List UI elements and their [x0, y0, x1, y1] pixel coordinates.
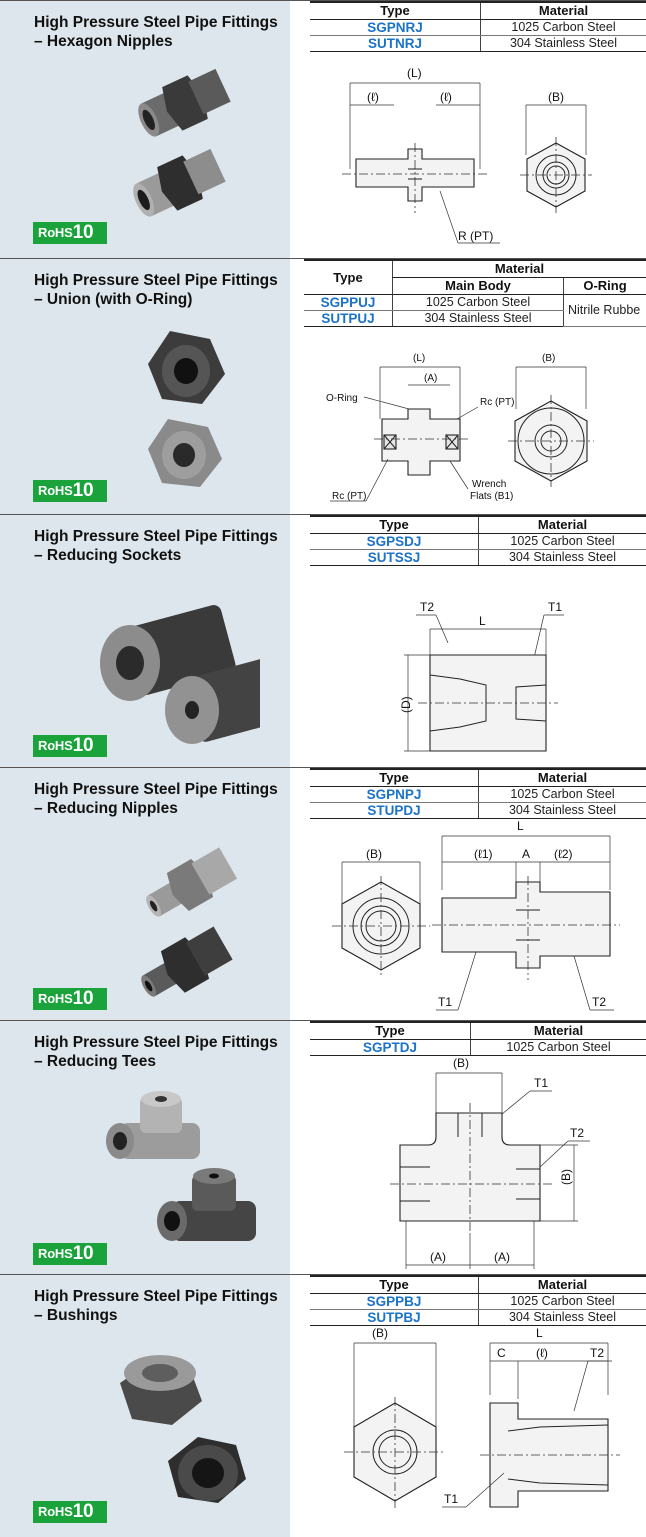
- svg-text:Wrench: Wrench: [472, 479, 506, 490]
- svg-text:T2: T2: [592, 995, 606, 1009]
- svg-text:R (PT): R (PT): [458, 229, 493, 243]
- svg-text:(ℓ2): (ℓ2): [554, 847, 573, 861]
- svg-text:T1: T1: [438, 995, 452, 1009]
- svg-text:(A): (A): [494, 1250, 510, 1264]
- svg-text:(B): (B): [548, 90, 564, 104]
- svg-text:L: L: [536, 1327, 543, 1340]
- product-photo: [141, 847, 238, 997]
- product-photo: [133, 68, 231, 217]
- rohs-badge: RoHS10: [33, 480, 107, 502]
- svg-text:Rc (PT): Rc (PT): [480, 397, 514, 408]
- svg-text:T1: T1: [548, 600, 562, 614]
- svg-text:(B): (B): [559, 1169, 573, 1185]
- svg-text:L: L: [517, 820, 524, 833]
- dimension-drawing: (B) T1 T2 (B): [390, 1057, 590, 1269]
- product-photo: [100, 605, 260, 744]
- section-bushings: High Pressure Steel Pipe Fittings – Bush…: [0, 1274, 646, 1537]
- svg-text:(B): (B): [366, 847, 382, 861]
- product-panel: High Pressure Steel Pipe Fittings – Redu…: [0, 515, 290, 767]
- rohs-badge: RoHS10: [33, 1243, 107, 1265]
- product-panel: High Pressure Steel Pipe Fittings – Redu…: [0, 1021, 290, 1274]
- section-reducing-tees: High Pressure Steel Pipe Fittings – Redu…: [0, 1020, 646, 1274]
- svg-text:C: C: [497, 1346, 506, 1360]
- dim-label-L: (L): [407, 66, 422, 80]
- svg-text:T2: T2: [590, 1346, 604, 1360]
- svg-text:(ℓ): (ℓ): [536, 1346, 548, 1360]
- svg-text:T2: T2: [420, 600, 434, 614]
- product-panel: High Pressure Steel Pipe Fittings – Unio…: [0, 259, 290, 514]
- section-reducing-sockets: High Pressure Steel Pipe Fittings – Redu…: [0, 514, 646, 767]
- rohs-badge: RoHS10: [33, 222, 107, 244]
- product-photo: [148, 331, 225, 487]
- svg-text:(D): (D): [399, 696, 413, 713]
- product-panel: High Pressure Steel Pipe Fittings – Hexa…: [0, 1, 290, 258]
- product-title: High Pressure Steel Pipe Fittings – Bush…: [34, 1288, 278, 1324]
- svg-text:(B): (B): [542, 353, 555, 364]
- svg-text:A: A: [522, 847, 530, 861]
- svg-text:(A): (A): [430, 1250, 446, 1264]
- svg-text:T1: T1: [534, 1076, 548, 1090]
- dimension-drawing: (L) (A) O-Ring Rc (PT) Rc (PT) Wre: [326, 353, 594, 502]
- svg-text:L: L: [479, 614, 486, 628]
- product-title: High Pressure Steel Pipe Fittings – Redu…: [34, 1034, 278, 1070]
- product-title: High Pressure Steel Pipe Fittings – Redu…: [34, 781, 278, 817]
- product-title: High Pressure Steel Pipe Fittings – Unio…: [34, 272, 278, 308]
- dimension-drawing: (L) (ℓ) (ℓ) R (PT) (B): [342, 66, 592, 244]
- svg-text:(ℓ): (ℓ): [440, 90, 452, 104]
- product-photo: [120, 1355, 246, 1503]
- product-panel: High Pressure Steel Pipe Fittings – Bush…: [0, 1275, 290, 1537]
- svg-text:T2: T2: [570, 1126, 584, 1140]
- svg-text:T1: T1: [444, 1492, 458, 1506]
- rohs-badge: RoHS10: [33, 988, 107, 1010]
- svg-text:Rc (PT): Rc (PT): [332, 491, 366, 502]
- rohs-badge: RoHS10: [33, 735, 107, 757]
- dimension-drawing: (B) L C (ℓ) T2: [344, 1327, 620, 1511]
- product-photo: [106, 1091, 256, 1241]
- svg-text:(A): (A): [424, 373, 437, 384]
- svg-text:(B): (B): [453, 1057, 469, 1070]
- svg-text:(ℓ): (ℓ): [367, 90, 379, 104]
- section-hexagon-nipples: High Pressure Steel Pipe Fittings – Hexa…: [0, 0, 646, 258]
- rohs-badge: RoHS10: [33, 1501, 107, 1523]
- svg-text:(B): (B): [372, 1327, 388, 1340]
- svg-text:(ℓ1): (ℓ1): [474, 847, 493, 861]
- svg-text:O-Ring: O-Ring: [326, 393, 358, 404]
- svg-text:(L): (L): [413, 353, 425, 364]
- dimension-drawing: T2 L T1 (D): [399, 600, 564, 752]
- product-panel: High Pressure Steel Pipe Fittings – Redu…: [0, 768, 290, 1020]
- product-title: High Pressure Steel Pipe Fittings – Hexa…: [34, 14, 278, 50]
- section-reducing-nipples: High Pressure Steel Pipe Fittings – Redu…: [0, 767, 646, 1020]
- section-union: High Pressure Steel Pipe Fittings – Unio…: [0, 258, 646, 514]
- dimension-drawing: L (ℓ1) A (ℓ2) T1 T2: [332, 820, 620, 1011]
- product-title: High Pressure Steel Pipe Fittings – Redu…: [34, 528, 278, 564]
- svg-text:Flats (B1): Flats (B1): [470, 491, 513, 502]
